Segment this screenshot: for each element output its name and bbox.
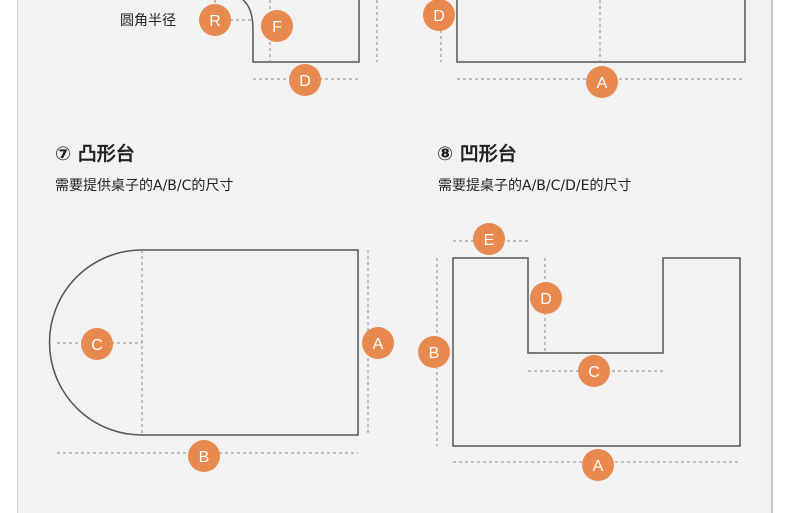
section8-title: ⑧ 凹形台 <box>437 143 517 165</box>
content-panel <box>17 0 773 513</box>
concave-table-shape <box>452 257 741 447</box>
section7-subtitle: 需要提供桌子的A/B/C的尺寸 <box>55 178 234 194</box>
radius-label: 圆角半径 <box>120 13 176 29</box>
marker-c: C <box>91 337 103 354</box>
markers <box>81 0 618 481</box>
marker-d: D <box>540 291 552 308</box>
marker-f: F <box>272 19 282 36</box>
marker-b: B <box>199 449 210 466</box>
marker-d: D <box>299 73 311 90</box>
rectangle-shape-top-right <box>456 0 746 63</box>
marker-e: E <box>484 232 495 249</box>
marker-b: B <box>429 345 440 362</box>
marker-c: C <box>588 364 600 381</box>
marker-a: A <box>597 75 608 92</box>
marker-a: A <box>593 458 604 475</box>
section7-title: ⑦ 凸形台 <box>55 143 135 165</box>
section8-subtitle: 需要提桌子的A/B/C/D/E的尺寸 <box>438 178 632 194</box>
convex-table-shape <box>48 249 359 436</box>
marker-d: D <box>433 8 445 25</box>
rounded-corner-shape <box>242 0 360 63</box>
marker-a: A <box>373 336 384 353</box>
marker-r: R <box>209 13 221 30</box>
